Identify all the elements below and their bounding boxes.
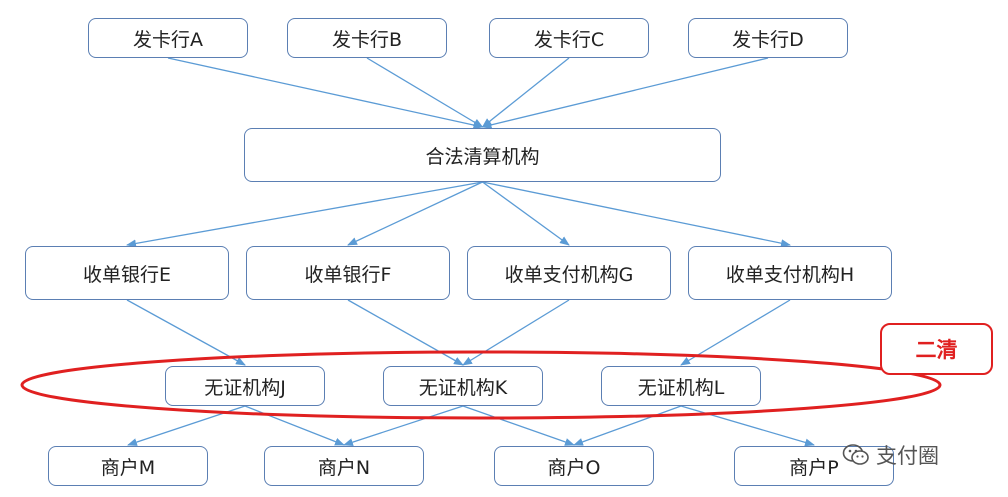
- flow-arrow: [126, 181, 483, 248]
- watermark: 支付圈: [842, 440, 939, 470]
- acquirer-label: 收单银行E: [82, 263, 171, 286]
- merchant-node-m: 商户M: [48, 446, 208, 486]
- issuer-node-a: 发卡行A: [88, 18, 248, 58]
- flow-arrow: [680, 299, 791, 366]
- unlicensed-node-k: 无证机构K: [383, 366, 543, 406]
- unlicensed-node-j: 无证机构J: [165, 366, 325, 406]
- acquirer-node-h: 收单支付机构H: [688, 246, 892, 300]
- acquirer-label: 收单支付机构H: [725, 263, 855, 286]
- merchant-label: 商户M: [100, 456, 156, 479]
- clearing-label: 合法清算机构: [425, 145, 540, 168]
- merchant-node-o: 商户O: [494, 446, 654, 486]
- flow-arrow: [343, 405, 464, 446]
- merchant-label: 商户O: [547, 456, 601, 479]
- merchant-label: 商户P: [789, 456, 839, 479]
- issuer-node-c: 发卡行C: [489, 18, 649, 58]
- flow-arrow: [482, 181, 791, 248]
- clearing-node: 合法清算机构: [244, 128, 721, 182]
- flow-arrow: [347, 299, 464, 366]
- flow-arrow: [366, 57, 484, 128]
- merchant-node-p: 商户P: [734, 446, 894, 486]
- flow-arrow: [462, 299, 570, 366]
- acquirer-node-g: 收单支付机构G: [467, 246, 671, 300]
- acquirer-label: 收单银行F: [304, 263, 392, 286]
- unlicensed-label: 无证机构K: [418, 376, 508, 399]
- unlicensed-label: 无证机构L: [637, 376, 725, 399]
- unlicensed-node-l: 无证机构L: [601, 366, 761, 406]
- wechat-icon: [842, 444, 869, 465]
- flow-arrow: [573, 405, 682, 446]
- issuer-label: 发卡行A: [133, 28, 203, 51]
- acquirer-label: 收单支付机构G: [504, 263, 634, 286]
- flow-arrow: [481, 57, 570, 128]
- acquirer-node-e: 收单银行E: [25, 246, 229, 300]
- issuer-label: 发卡行B: [331, 28, 403, 51]
- flow-arrow: [126, 299, 246, 366]
- unlicensed-label: 无证机构J: [204, 376, 286, 399]
- watermark-text: 支付圈: [876, 444, 939, 468]
- issuer-node-b: 发卡行B: [287, 18, 447, 58]
- merchant-label: 商户N: [317, 456, 371, 479]
- issuer-label: 发卡行D: [732, 28, 804, 51]
- secondary-clearing-tag: 二清: [880, 323, 993, 375]
- flow-arrow: [481, 57, 769, 129]
- merchant-node-n: 商户N: [264, 446, 424, 486]
- flow-arrow: [482, 181, 570, 246]
- secondary-clearing-label: 二清: [915, 338, 958, 362]
- flow-arrow: [244, 405, 345, 446]
- secondary-clearing-ellipse: [20, 350, 942, 420]
- issuer-label: 发卡行C: [533, 28, 605, 51]
- flow-arrow: [347, 181, 483, 246]
- flow-arrow: [462, 405, 575, 446]
- acquirer-node-f: 收单银行F: [246, 246, 450, 300]
- flow-arrow: [167, 57, 484, 129]
- issuer-node-d: 发卡行D: [688, 18, 848, 58]
